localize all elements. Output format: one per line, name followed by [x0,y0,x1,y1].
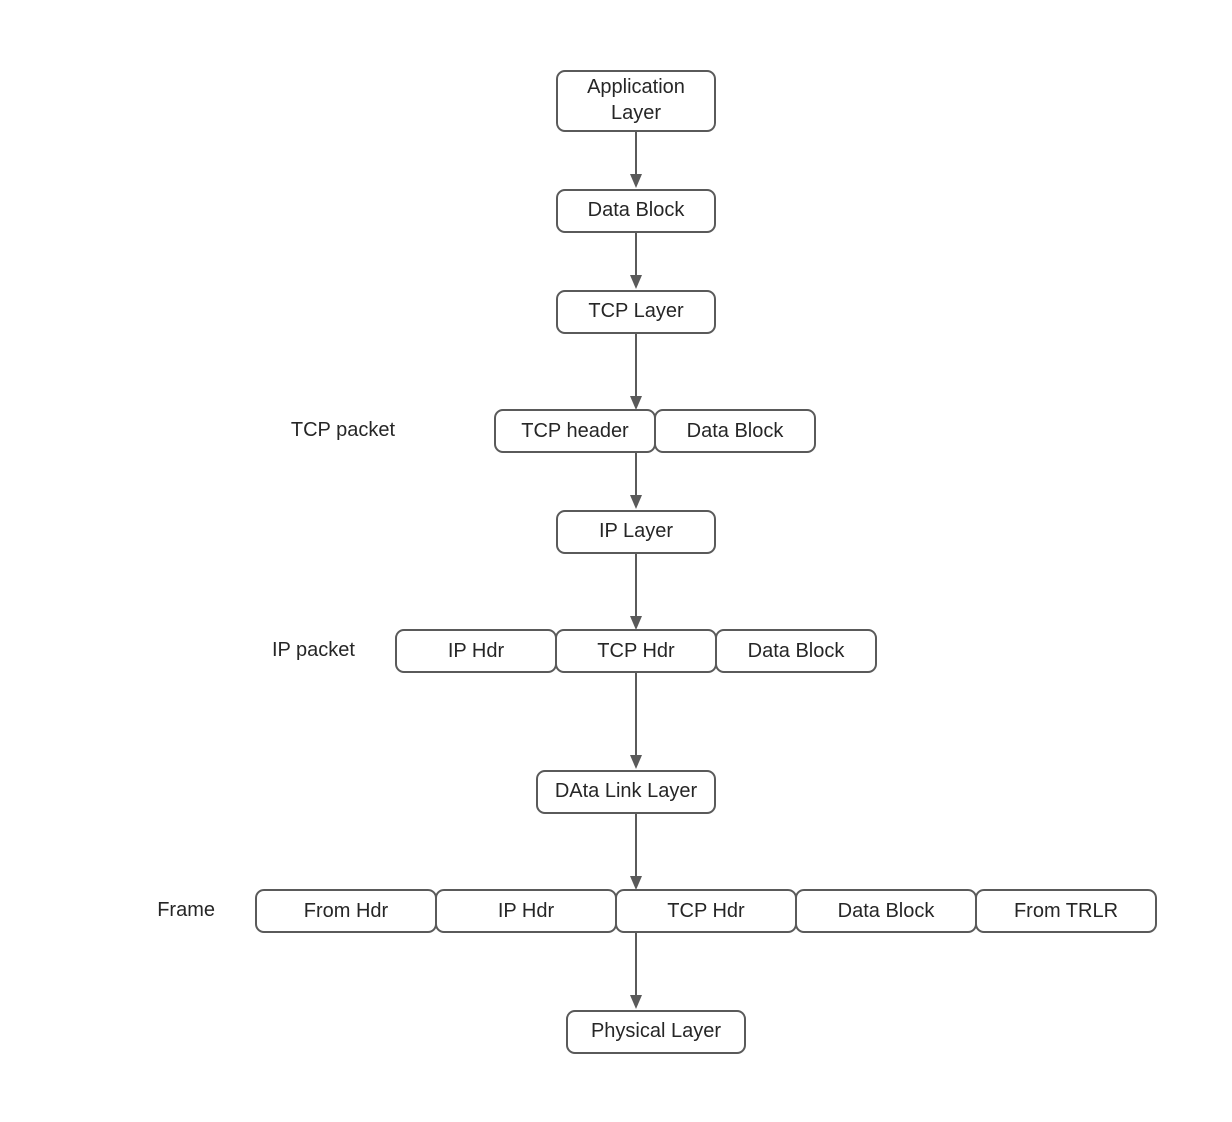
packet-strip-frame: From Hdr IP Hdr TCP Hdr Data Block From … [255,889,1157,933]
node-data-block[interactable]: Data Block [556,189,716,233]
packet-segment-from-trlr[interactable]: From TRLR [975,889,1157,933]
packet-segment-ip-hdr[interactable]: IP Hdr [395,629,557,673]
packet-strip-tcp: TCP header Data Block [494,409,816,453]
connector-tcp-layer-to-tcp-packet [630,334,642,410]
packet-segment-from-hdr[interactable]: From Hdr [255,889,437,933]
connector-data-link-layer-to-frame [630,814,642,890]
row-label-ip-packet: IP packet [271,639,355,661]
node-data-link-layer[interactable]: DAta Link Layer [536,770,716,814]
connector-ip-layer-to-ip-packet [630,554,642,630]
node-application-layer[interactable]: Application Layer [556,70,716,132]
connector-tcp-packet-to-ip-layer [630,453,642,509]
row-label-tcp-packet: TCP packet [290,419,395,441]
packet-segment-tcp-hdr[interactable]: TCP Hdr [615,889,797,933]
packet-strip-ip: IP Hdr TCP Hdr Data Block [395,629,877,673]
row-label-frame: Frame [157,899,215,921]
node-tcp-layer[interactable]: TCP Layer [556,290,716,334]
connector-data-block-to-tcp-layer [630,233,642,289]
connector-ip-packet-to-data-link-layer [630,673,642,769]
node-ip-layer[interactable]: IP Layer [556,510,716,554]
packet-segment-data-block[interactable]: Data Block [654,409,816,453]
packet-segment-tcp-header[interactable]: TCP header [494,409,656,453]
node-physical-layer[interactable]: Physical Layer [566,1010,746,1054]
connector-frame-to-physical-layer [630,933,642,1009]
packet-segment-data-block[interactable]: Data Block [715,629,877,673]
connector-application-to-data-block [630,132,642,188]
packet-segment-ip-hdr[interactable]: IP Hdr [435,889,617,933]
packet-segment-data-block[interactable]: Data Block [795,889,977,933]
packet-segment-tcp-hdr[interactable]: TCP Hdr [555,629,717,673]
